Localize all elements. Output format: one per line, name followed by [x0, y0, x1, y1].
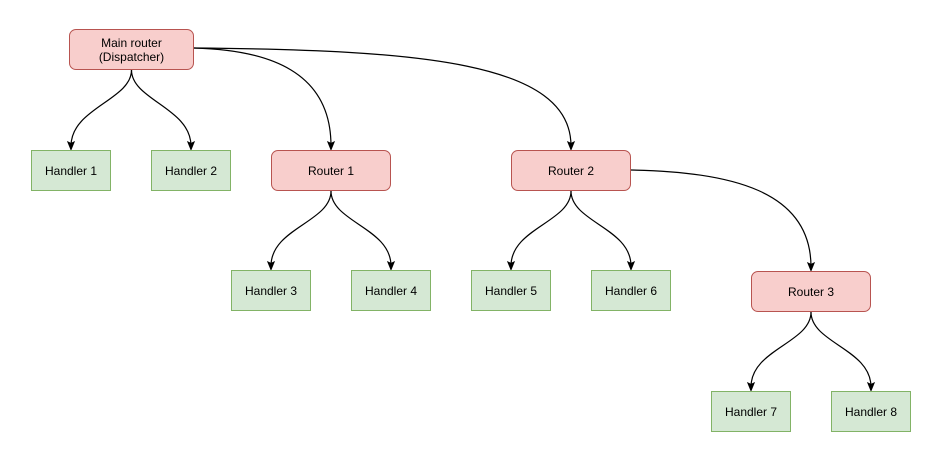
edge-router-3-to-handler-8: [810, 311, 876, 393]
node-label-handler-8: Handler 8: [844, 404, 898, 419]
node-handler-5[interactable]: Handler 5: [471, 270, 551, 311]
node-label-handler-1: Handler 1: [44, 163, 98, 178]
node-handler-4[interactable]: Handler 4: [351, 270, 431, 311]
node-router-3[interactable]: Router 3: [751, 271, 871, 312]
node-handler-1[interactable]: Handler 1: [31, 150, 111, 191]
edge-router-2-to-handler-5: [506, 190, 572, 272]
node-label-main-router: Main router (Dispatcher): [98, 35, 165, 64]
edge-router-2-to-handler-6: [570, 190, 636, 272]
node-label-router-2: Router 2: [547, 163, 595, 178]
edge-router-1-to-handler-3: [266, 190, 332, 272]
node-label-handler-4: Handler 4: [364, 283, 418, 298]
edge-main-to-handler-2: [130, 69, 196, 152]
node-label-handler-7: Handler 7: [724, 404, 778, 419]
node-router-1[interactable]: Router 1: [271, 150, 391, 191]
edge-router-2-to-router-3: [630, 169, 816, 273]
edge-router-3-to-handler-7: [746, 311, 812, 393]
node-label-handler-6: Handler 6: [604, 283, 658, 298]
node-handler-7[interactable]: Handler 7: [711, 391, 791, 432]
edge-main-to-handler-1: [66, 69, 133, 152]
node-label-router-3: Router 3: [787, 284, 835, 299]
node-label-handler-2: Handler 2: [164, 163, 218, 178]
edge-group: [66, 47, 876, 393]
node-label-handler-3: Handler 3: [244, 283, 298, 298]
node-label-router-1: Router 1: [307, 163, 355, 178]
node-handler-8[interactable]: Handler 8: [831, 391, 911, 432]
node-router-2[interactable]: Router 2: [511, 150, 631, 191]
node-handler-6[interactable]: Handler 6: [591, 270, 671, 311]
node-handler-3[interactable]: Handler 3: [231, 270, 311, 311]
node-handler-2[interactable]: Handler 2: [151, 150, 231, 191]
edge-main-to-router-1: [193, 47, 336, 152]
edge-main-to-router-2: [193, 47, 576, 152]
edge-router-1-to-handler-4: [330, 190, 396, 272]
node-main-router[interactable]: Main router (Dispatcher): [69, 29, 194, 70]
node-label-handler-5: Handler 5: [484, 283, 538, 298]
